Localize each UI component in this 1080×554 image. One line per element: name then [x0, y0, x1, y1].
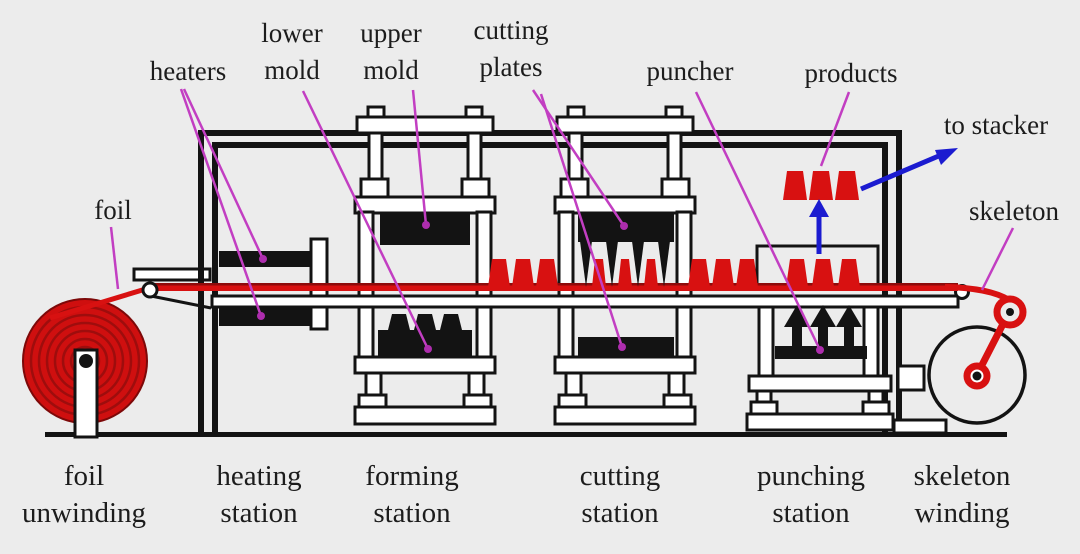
label-heaters: heaters	[149, 56, 227, 86]
forming-tools	[378, 214, 472, 358]
label-upper-mold: upper mold	[360, 15, 421, 89]
label-cutting-plates: cutting plates	[474, 12, 549, 86]
punching-station-structure	[745, 244, 895, 432]
label-lower-mold: lower mold	[261, 15, 322, 89]
label-line: mold	[264, 55, 320, 85]
skeleton-winding-wheel	[892, 325, 1027, 435]
label-skeleton: skeleton	[969, 196, 1059, 226]
flow-arrows	[809, 148, 958, 254]
station-label-foil-unwinding: foil unwinding	[22, 458, 146, 532]
label-line: skeleton	[913, 460, 1011, 492]
label-line: upper	[360, 18, 422, 48]
label-line: lower	[261, 18, 323, 48]
leader-lines	[109, 88, 1015, 351]
station-label-heating: heating station	[216, 458, 301, 532]
label-line: mold	[363, 55, 419, 85]
lower-heater	[219, 306, 312, 326]
foil-roll	[22, 298, 148, 439]
leader-dots	[257, 221, 824, 354]
label-line: plates	[479, 52, 543, 82]
conveyor-table	[210, 294, 960, 309]
label-products: products	[804, 58, 898, 88]
label-to-stacker: to stacker	[943, 110, 1049, 140]
label-line: cutting	[473, 15, 549, 45]
label-puncher: puncher	[646, 56, 734, 86]
label-line: foil	[63, 460, 105, 492]
label-foil: foil	[94, 195, 132, 225]
roll-stand	[73, 348, 99, 439]
blue-arrow-stacker-icon	[860, 152, 942, 192]
station-label-punching: punching station	[757, 458, 865, 532]
label-line: punching	[757, 460, 865, 492]
label-line: winding	[914, 497, 1010, 529]
punched-products	[783, 171, 859, 200]
label-line: heating	[216, 460, 302, 492]
label-line: forming	[365, 460, 459, 492]
forming-press-frame	[353, 105, 497, 426]
cutting-lower-plate	[578, 337, 674, 358]
ground-line	[45, 432, 1007, 437]
station-label-forming: forming station	[365, 458, 458, 532]
label-line: station	[581, 497, 659, 529]
infeed-roller	[141, 281, 159, 299]
skeleton-strip	[978, 322, 1007, 367]
station-label-skeleton-winding: skeleton winding	[914, 458, 1011, 532]
station-label-cutting: cutting station	[580, 458, 661, 532]
label-line: station	[373, 497, 451, 529]
label-line: cutting	[579, 460, 661, 492]
label-line: unwinding	[21, 497, 147, 529]
formed-cups	[488, 259, 860, 287]
label-line: station	[220, 497, 298, 529]
label-line: station	[772, 497, 850, 529]
